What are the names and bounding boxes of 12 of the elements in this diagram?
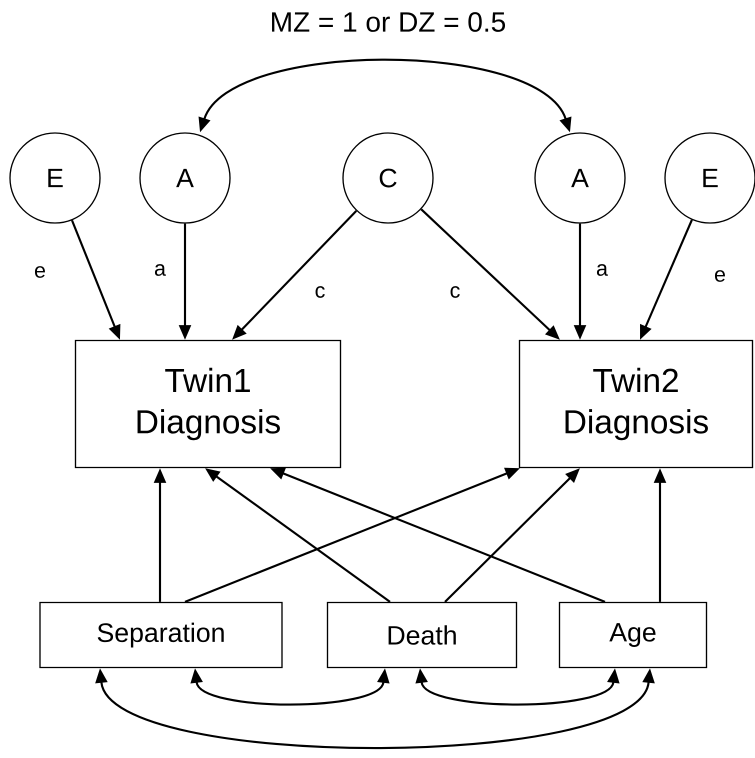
edge-label: c bbox=[313, 284, 327, 300]
edge-label: c bbox=[448, 284, 462, 300]
covariate-box: Separation bbox=[39, 602, 283, 668]
edge-label: a bbox=[594, 262, 610, 278]
diagnosis-box: Twin2 Diagnosis bbox=[518, 340, 754, 468]
edge-label: MZ = 1 or DZ = 0.5 bbox=[268, 10, 508, 34]
covariate-box: Death bbox=[326, 602, 518, 668]
edge-label: e bbox=[712, 268, 728, 284]
edge-label: a bbox=[152, 262, 168, 278]
edge-label: e bbox=[32, 264, 48, 280]
covariate-box: Age bbox=[558, 602, 708, 668]
diagnosis-box: Twin1 Diagnosis bbox=[74, 340, 342, 468]
